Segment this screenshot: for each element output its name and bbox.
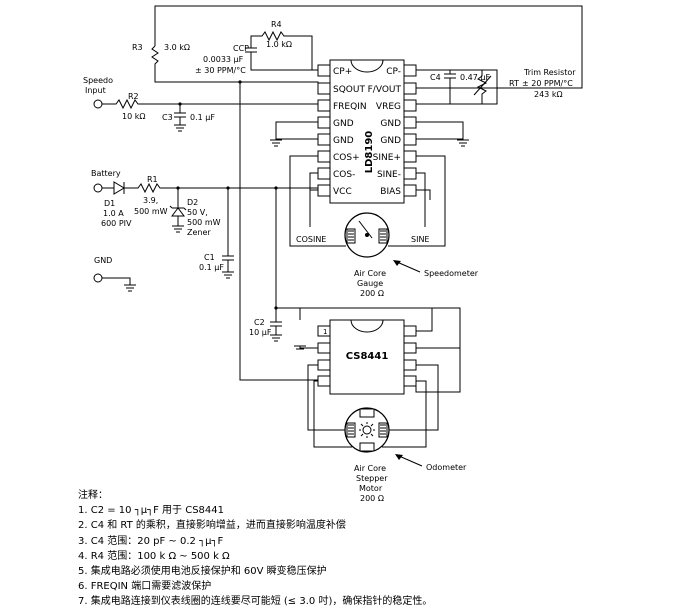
ld8190-left-pins bbox=[317, 64, 331, 197]
ccp-value2: ± 30 PPM/°C bbox=[195, 66, 246, 75]
motor-line4: 200 Ω bbox=[360, 494, 384, 503]
rt-value1: ± 20 PPM/°C bbox=[522, 79, 573, 88]
odometer-label: Odometer bbox=[426, 463, 467, 472]
motor-line3: Motor bbox=[359, 484, 383, 493]
d1-value2: 600 PIV bbox=[101, 219, 132, 228]
pin-vreg: VREG bbox=[376, 102, 401, 112]
pin-sine-minus: SINE- bbox=[377, 170, 401, 180]
battery-supply-circuit: Battery D1 1.0 A 600 PIV R1 3.9, 500 mW … bbox=[91, 169, 318, 279]
d2-value1: 50 V, bbox=[187, 208, 208, 217]
note-2: 2. C4 和 RT 的乘积，直接影响增益，进而直接影响温度补偿 bbox=[78, 520, 346, 532]
r3-value: 3.0 kΩ bbox=[164, 43, 190, 52]
pin-gnd-l1: GND bbox=[333, 119, 354, 129]
odometer-motor: Air Core Stepper Motor 200 Ω Odometer bbox=[344, 407, 467, 503]
r4-resistor: R4 1.0 kΩ bbox=[250, 20, 318, 71]
trim-resistor-label: Trim Resistor bbox=[523, 68, 576, 77]
ccp-capacitor: CCP 0.0033 μF ± 30 PPM/°C bbox=[195, 44, 318, 75]
notes-title: 注释： bbox=[78, 490, 108, 501]
c1-ref: C1 bbox=[204, 253, 215, 262]
gnd-terminal: GND bbox=[93, 256, 136, 292]
cs8441-wiring bbox=[294, 307, 461, 448]
gauge-line1: Air Core bbox=[354, 269, 386, 278]
ld8190-chip: LD8190 CP+ SQOUT FREQIN GND GND CO bbox=[317, 59, 417, 204]
gnd-label: GND bbox=[94, 256, 112, 265]
pin-cp-minus: CP- bbox=[386, 67, 401, 77]
d2-ref: D2 bbox=[187, 198, 198, 207]
vcc-rail bbox=[238, 80, 433, 381]
r4-value: 1.0 kΩ bbox=[266, 40, 292, 49]
r2-ref: R2 bbox=[128, 92, 139, 101]
c4-rt-network: C4 0.47 μF Trim Resistor RT ± 20 PPM/°C … bbox=[416, 68, 576, 105]
d1-ref: D1 bbox=[104, 199, 115, 208]
pin-cos-minus: COS- bbox=[333, 170, 355, 180]
cs8441-label: CS8441 bbox=[346, 351, 389, 362]
d1-value1: 1.0 A bbox=[103, 209, 124, 218]
gauge-line3: 200 Ω bbox=[360, 289, 384, 298]
r1-value1: 3.9, bbox=[143, 196, 158, 205]
ccp-ref: CCP bbox=[233, 44, 249, 53]
note-6: 6. FREQIN 端口需要滤波保护 bbox=[78, 581, 212, 593]
r1-value2: 500 mW bbox=[134, 207, 168, 216]
pin-vcc: VCC bbox=[333, 187, 352, 197]
c4-value: 0.47 μF bbox=[460, 73, 490, 82]
speedo-input-line2: Input bbox=[85, 86, 106, 95]
r2-value: 10 kΩ bbox=[122, 112, 145, 121]
cosine-label: COSINE bbox=[296, 235, 326, 244]
rt-ref: RT bbox=[509, 79, 519, 88]
r3-ref: R3 bbox=[132, 43, 143, 52]
pin-gnd-r2: GND bbox=[380, 136, 401, 146]
note-4: 4. R4 范围：100 k Ω ~ 500 k Ω bbox=[78, 550, 230, 562]
speedometer-gauge: COSINE SINE Air Core Gauge 200 Ω Speedom… bbox=[289, 155, 479, 298]
note-1: 1. C2 = 10 ┐μ┐F 用于 CS8441 bbox=[78, 505, 224, 517]
pin-cos-plus: COS+ bbox=[333, 153, 360, 163]
pin-cp-plus: CP+ bbox=[333, 67, 352, 77]
c2-ref: C2 bbox=[254, 318, 265, 327]
d2-value3: Zener bbox=[187, 228, 211, 237]
r1-ref: R1 bbox=[147, 175, 158, 184]
speedo-input-circuit: Speedo Input R2 10 kΩ C3 0.1 μF bbox=[83, 76, 318, 132]
c2-value: 10 μF bbox=[249, 328, 272, 337]
svg-text:1: 1 bbox=[323, 328, 327, 336]
pin-gnd-l2: GND bbox=[333, 136, 354, 146]
cs8441-chip: CS8441 1 bbox=[317, 319, 417, 395]
c3-ref: C3 bbox=[162, 113, 173, 122]
speedometer-label: Speedometer bbox=[424, 269, 479, 278]
rt-value2: 243 kΩ bbox=[534, 90, 563, 99]
pin-freqin: FREQIN bbox=[333, 102, 367, 112]
note-7: 7. 集成电路连接到仪表线圈的连线要尽可能短 (≤ 3.0 吋)，确保指针的稳定… bbox=[78, 596, 433, 608]
speedo-input-line1: Speedo bbox=[83, 76, 113, 85]
battery-label: Battery bbox=[91, 169, 121, 178]
c3-value: 0.1 μF bbox=[190, 113, 215, 122]
ld8190-ground-wiring bbox=[270, 121, 469, 147]
pin-gnd-r1: GND bbox=[380, 119, 401, 129]
pin-bias: BIAS bbox=[380, 187, 401, 197]
sine-label: SINE bbox=[411, 235, 429, 244]
motor-line1: Air Core bbox=[354, 464, 386, 473]
c1-value: 0.1 μF bbox=[199, 263, 224, 272]
pin-fvout: F/VOUT bbox=[368, 85, 402, 95]
c2-capacitor: C2 10 μF bbox=[249, 308, 282, 342]
r3-resistor: R3 3.0 kΩ bbox=[132, 5, 583, 89]
motor-line2: Stepper bbox=[356, 474, 388, 483]
note-5: 5. 集成电路必须使用电池反接保护和 60V 瞬变稳压保护 bbox=[78, 566, 327, 578]
notes-block: 注释： 1. C2 = 10 ┐μ┐F 用于 CS8441 2. C4 和 RT… bbox=[78, 488, 432, 610]
ccp-value1: 0.0033 μF bbox=[203, 55, 244, 64]
gauge-line2: Gauge bbox=[357, 279, 383, 288]
c4-ref: C4 bbox=[430, 73, 441, 82]
ld8190-label: LD8190 bbox=[364, 131, 375, 174]
pin-sine-plus: SINE+ bbox=[373, 153, 401, 163]
ld8190-right-pins bbox=[403, 64, 417, 197]
note-3: 3. C4 范围：20 pF ~ 0.2 ┐μ┐F bbox=[78, 535, 224, 547]
r4-ref: R4 bbox=[271, 20, 282, 29]
pin-sqout: SQOUT bbox=[333, 85, 365, 95]
d2-value2: 500 mW bbox=[187, 218, 221, 227]
